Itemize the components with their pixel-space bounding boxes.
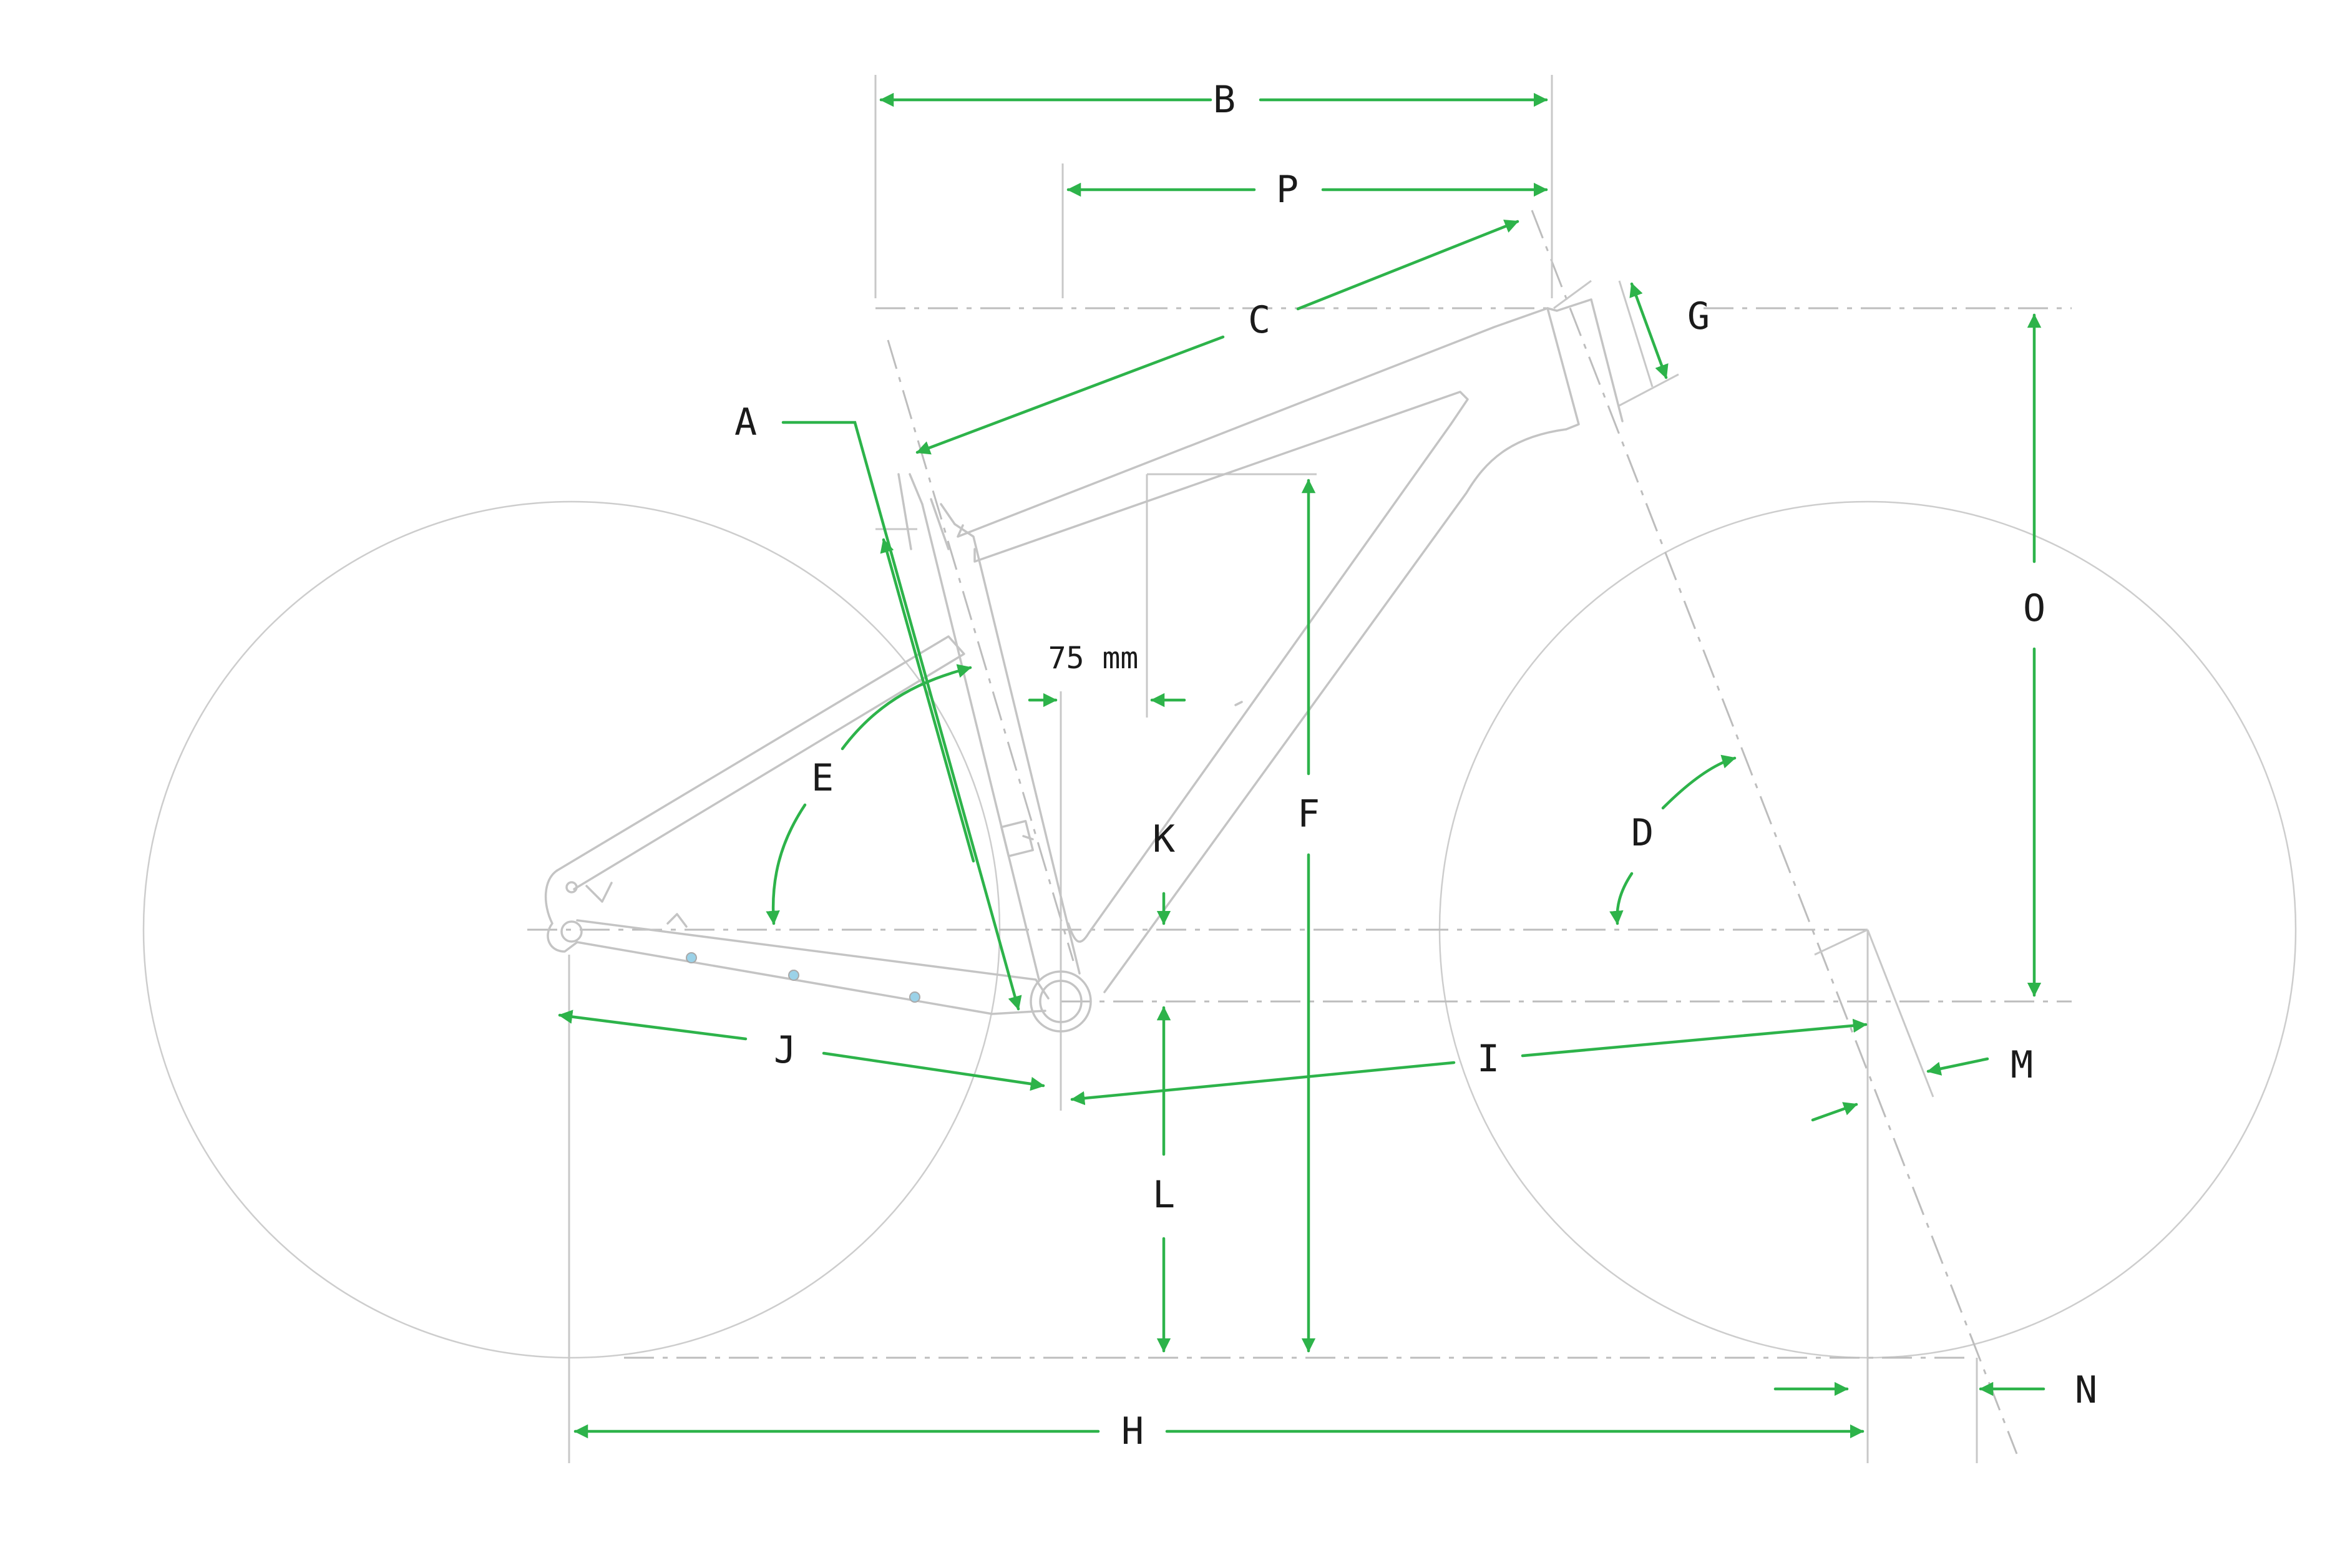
bottom-bracket	[1039, 980, 1083, 1023]
label-H: H	[1121, 1410, 1144, 1453]
arrow-E-upper	[841, 664, 972, 751]
label-I: I	[1477, 1037, 1499, 1081]
arrow-M	[1926, 1057, 1989, 1076]
label-L: L	[1153, 1173, 1175, 1217]
arrow-I-left	[1070, 1061, 1456, 1106]
arrow-A-leader	[781, 421, 1022, 1011]
arrow-E-lower	[766, 803, 807, 925]
reference-lines	[527, 210, 2072, 1454]
arrow-D-upper	[1661, 754, 1737, 810]
arrow-G	[1629, 282, 1669, 379]
arrow-J-right	[822, 1051, 1045, 1091]
label-D: D	[1631, 811, 1654, 855]
arrow-J-left	[558, 1010, 748, 1041]
label-K: K	[1153, 817, 1175, 861]
arrow-I-right	[1521, 1018, 1868, 1058]
dimension-labels: B P C G A O 75 mm E F D K J I M L N H	[734, 78, 2097, 1453]
dimension-arrows	[558, 92, 2045, 1439]
label-F: F	[1297, 792, 1320, 836]
arrow-A-up	[880, 538, 975, 863]
label-M: M	[2011, 1043, 2033, 1087]
arrow-M-trail	[1811, 1102, 1858, 1122]
label-P: P	[1276, 168, 1299, 212]
label-B: B	[1213, 78, 1236, 122]
arrow-C-upper	[1296, 220, 1519, 311]
arrow-D-lower	[1609, 872, 1634, 925]
label-G: G	[1687, 295, 1710, 338]
label-E: E	[811, 756, 834, 800]
label-J: J	[774, 1028, 796, 1072]
label-C: C	[1248, 298, 1270, 342]
label-N: N	[2075, 1368, 2097, 1412]
label-A: A	[734, 401, 757, 444]
label-O: O	[2023, 587, 2045, 630]
bike-frame	[544, 298, 1624, 1033]
extension-lines	[568, 75, 1978, 1463]
label-75mm: 75 mm	[1048, 641, 1139, 676]
arrow-C-lower	[915, 335, 1225, 455]
